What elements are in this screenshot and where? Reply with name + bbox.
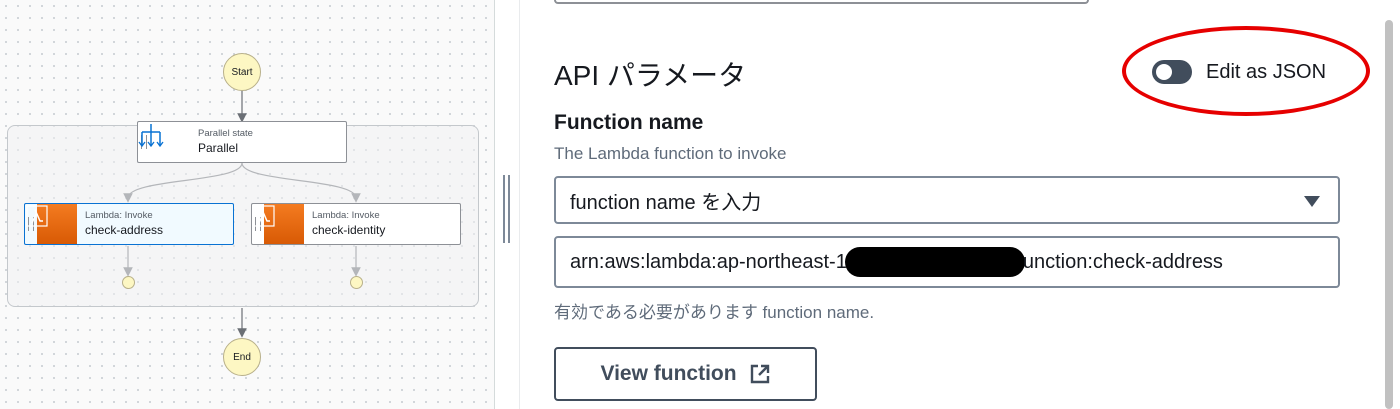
panel-scrollbar[interactable]	[1382, 20, 1396, 409]
branch-end-node	[122, 276, 135, 289]
parallel-icon	[138, 122, 190, 162]
node-type-label: Lambda: Invoke	[312, 210, 380, 221]
function-name-hint: 有効である必要があります function name.	[554, 303, 875, 322]
node-type-label: Lambda: Invoke	[85, 210, 153, 221]
lambda-node-check-identity[interactable]: Lambda: Invoke check-identity	[251, 203, 461, 245]
start-label: Start	[231, 66, 253, 78]
workflow-canvas[interactable]: Start Parallel state Parallel Lambda: In…	[0, 0, 495, 409]
resize-handle-icon[interactable]	[503, 175, 510, 243]
start-node[interactable]: Start	[223, 53, 261, 91]
scrollbar-thumb[interactable]	[1385, 20, 1393, 409]
caret-down-icon	[1304, 196, 1320, 207]
parallel-state-node[interactable]: Parallel state Parallel	[137, 121, 347, 163]
config-panel: API パラメータ Edit as JSON Function name The…	[521, 0, 1400, 409]
function-name-description: The Lambda function to invoke	[554, 144, 787, 163]
node-name-label: check-identity	[312, 223, 386, 237]
branch-end-node	[350, 276, 363, 289]
redaction-mark	[844, 247, 1025, 277]
node-name-label: Parallel	[198, 141, 239, 155]
end-node[interactable]: End	[223, 338, 261, 376]
arn-prefix: arn:aws:lambda:ap-northeast-1	[570, 250, 847, 273]
end-label: End	[233, 351, 251, 363]
function-arn-input[interactable]: arn:aws:lambda:ap-northeast-1 unction:ch…	[554, 236, 1340, 288]
lambda-icon	[253, 204, 304, 244]
panel-splitter[interactable]	[495, 0, 520, 409]
function-name-select[interactable]: function name を入力	[554, 176, 1340, 224]
view-function-label: View function	[600, 362, 737, 385]
node-type-label: Parallel state	[198, 128, 253, 139]
function-name-label: Function name	[554, 111, 704, 134]
annotation-ring	[1122, 26, 1370, 116]
node-name-label: check-address	[85, 223, 164, 237]
select-placeholder: function name を入力	[570, 191, 762, 214]
external-link-icon	[750, 364, 769, 384]
lambda-icon	[26, 204, 77, 244]
previous-field[interactable]	[554, 0, 1089, 4]
section-title: API パラメータ	[554, 60, 747, 91]
view-function-button[interactable]: View function	[554, 347, 817, 401]
lambda-node-check-address[interactable]: Lambda: Invoke check-address	[24, 203, 234, 245]
arn-suffix: unction:check-address	[1022, 250, 1223, 273]
